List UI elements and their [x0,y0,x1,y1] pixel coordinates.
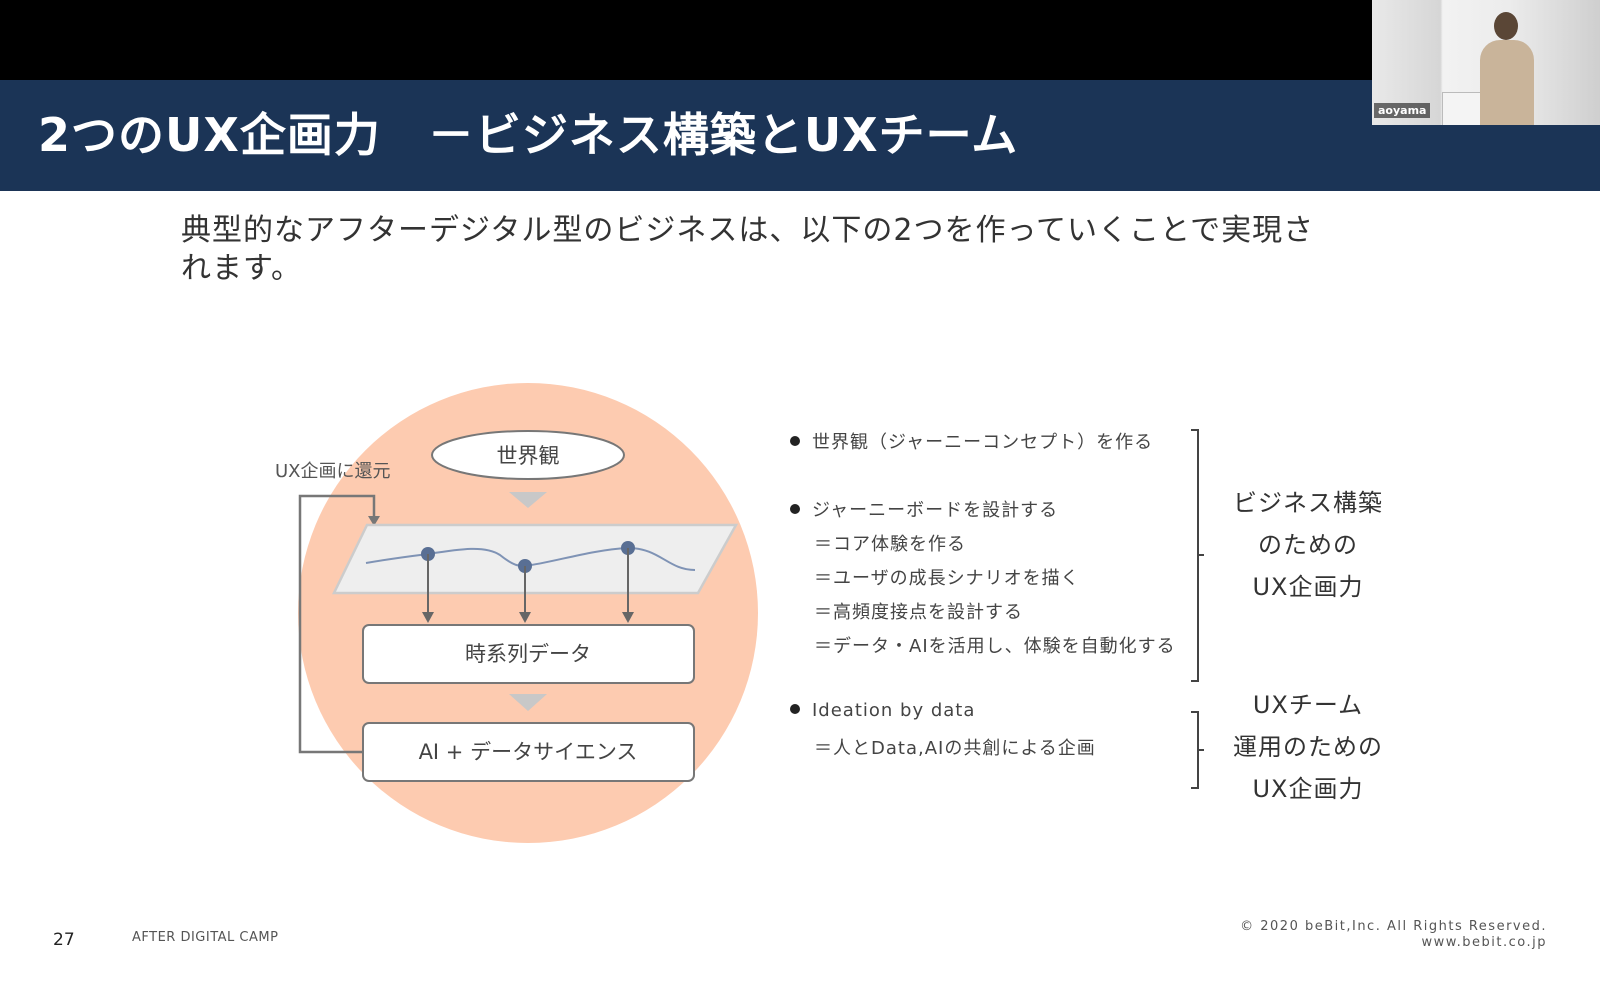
bullet-dot-icon [790,704,800,714]
bullet-worldview: 世界観（ジャーニーコンセプト）を作る [790,428,1153,454]
arrowhead-2-icon [519,612,531,623]
down-triangle-icon [509,492,547,508]
top-black-bar [0,0,1600,80]
bullet-journeyboard: ジャーニーボードを設計する [790,496,1058,522]
journey-plane [332,523,739,595]
feedback-arrowhead-icon [368,516,380,526]
slide-title: 2つのUX企画力 －ビジネス構築とUXチーム [38,108,1019,162]
title-banner [0,80,1600,191]
business-bracket [1191,429,1204,682]
footer-brand: AFTER DIGITAL CAMP [132,930,279,945]
arrowhead-3-icon [622,612,634,623]
team-bracket [1191,711,1204,789]
loop-label: UX企画に還元 [275,461,391,482]
speaker-body [1480,40,1534,125]
intro-text: 典型的なアフターデジタル型のビジネスは、以下の2つを作っていくことで実現さ れま… [181,212,1421,288]
sub-automation: ＝データ・AIを活用し、体験を自動化する [814,636,1176,657]
timeseries-data-node [362,624,695,684]
sub-core-experience: ＝コア体験を作る [814,534,966,555]
sub-touchpoints: ＝高頻度接点を設計する [814,602,1023,623]
page-number: 27 [53,930,75,950]
sub-growth-scenario: ＝ユーザの成長シナリオを描く [814,568,1080,589]
team-group-label: UXチーム 運用のための UX企画力 [1233,691,1383,803]
podium [1442,92,1484,125]
copyright-text: © 2020 beBit,Inc. All Rights Reserved. [1240,919,1547,934]
feedback-loop-line [298,494,376,754]
sub-cocreation: ＝人とData,AIの共創による企画 [814,738,1096,759]
copyright: © 2020 beBit,Inc. All Rights Reserved. w… [1240,919,1547,951]
arrowhead-1-icon [422,612,434,623]
bullet-dot-icon [790,436,800,446]
worldview-label: 世界観 [497,444,560,468]
timeseries-data-label: 時系列データ [465,642,591,666]
website-text: www.bebit.co.jp [1421,935,1547,950]
business-group-label: ビジネス構築 のための UX企画力 [1233,489,1383,601]
down-triangle-2-icon [509,694,547,711]
intro-line-2: れます。 [181,251,302,286]
intro-line-1: 典型的なアフターデジタル型のビジネスは、以下の2つを作っていくことで実現さ [181,213,1315,248]
participant-name-label: aoyama [1374,103,1431,118]
ai-datascience-label: AI + データサイエンス [419,740,638,764]
bullet-ideation: Ideation by data [790,700,975,721]
speaker-head [1494,12,1518,40]
ai-datascience-node [362,722,695,782]
worldview-node [431,430,625,480]
bullet-dot-icon [790,504,800,514]
speaker-video-thumbnail[interactable]: aoyama [1372,0,1600,125]
